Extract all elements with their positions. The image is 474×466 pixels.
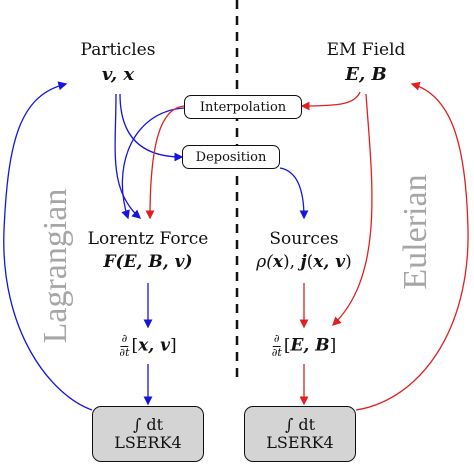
lorentz-args: (E, B, v) [115, 252, 193, 272]
deriv-right: ∂∂t[E, B] [271, 332, 337, 359]
arrow-lagrangian-loop [3, 81, 93, 411]
interpolation-label: Interpolation [199, 99, 287, 115]
arrow-particles-to-deposition [119, 93, 184, 162]
sources-rho-x: x [272, 252, 284, 272]
sources-close: ) [345, 252, 352, 272]
arrow-interpolation-to-lorentz-blue [121, 107, 185, 220]
arrow-interpolation-to-lorentz-red [145, 105, 185, 220]
arrow-deposition-to-sources [279, 167, 309, 220]
sources-open: ( [306, 252, 314, 272]
sources-mid: ), [283, 252, 301, 272]
deriv-left-vars: x, v [138, 335, 170, 356]
deriv-left: ∂∂t[x, v] [119, 332, 177, 359]
lorentz-formula: F(E, B, v) [103, 252, 192, 272]
deriv-right-fraction: ∂∂t [271, 332, 282, 359]
lagrangian-label: Lagrangian [37, 188, 74, 344]
em-field-title: EM Field [326, 40, 406, 60]
sources-j: j [300, 252, 307, 272]
solver-right-integral: ∫ dt [284, 414, 316, 434]
em-field-vars: E, B [345, 64, 387, 85]
solver-right-name: LSERK4 [266, 433, 334, 452]
deriv-left-fraction: ∂∂t [119, 332, 130, 359]
solver-right-box: ∫ dt LSERK4 [244, 406, 356, 462]
lorentz-f-symbol: F [103, 252, 116, 272]
deriv-right-vars: E, B [290, 335, 330, 356]
sources-formula: ρ(x), j(x, v) [256, 252, 352, 272]
eulerian-label: Eulerian [397, 174, 434, 290]
interpolation-box: Interpolation [184, 95, 302, 119]
solver-left-integral: ∫ dt [132, 414, 164, 434]
solver-left-box: ∫ dt LSERK4 [92, 406, 204, 462]
deposition-label: Deposition [195, 149, 267, 165]
arrow-eulerian-loop [355, 81, 469, 411]
deposition-box: Deposition [182, 145, 280, 169]
particles-vars: v, x [101, 64, 135, 85]
sources-title: Sources [269, 229, 339, 249]
arrow-particles-to-lorentz [114, 93, 142, 219]
arrow-emfield-to-deriv-right [332, 93, 373, 326]
sources-args: x, v [313, 252, 346, 272]
sources-rho: ρ( [256, 252, 273, 272]
lorentz-title: Lorentz Force [87, 229, 209, 249]
particles-title: Particles [80, 40, 156, 60]
arrow-emfield-to-interpolation [300, 91, 361, 111]
solver-left-name: LSERK4 [114, 433, 182, 452]
